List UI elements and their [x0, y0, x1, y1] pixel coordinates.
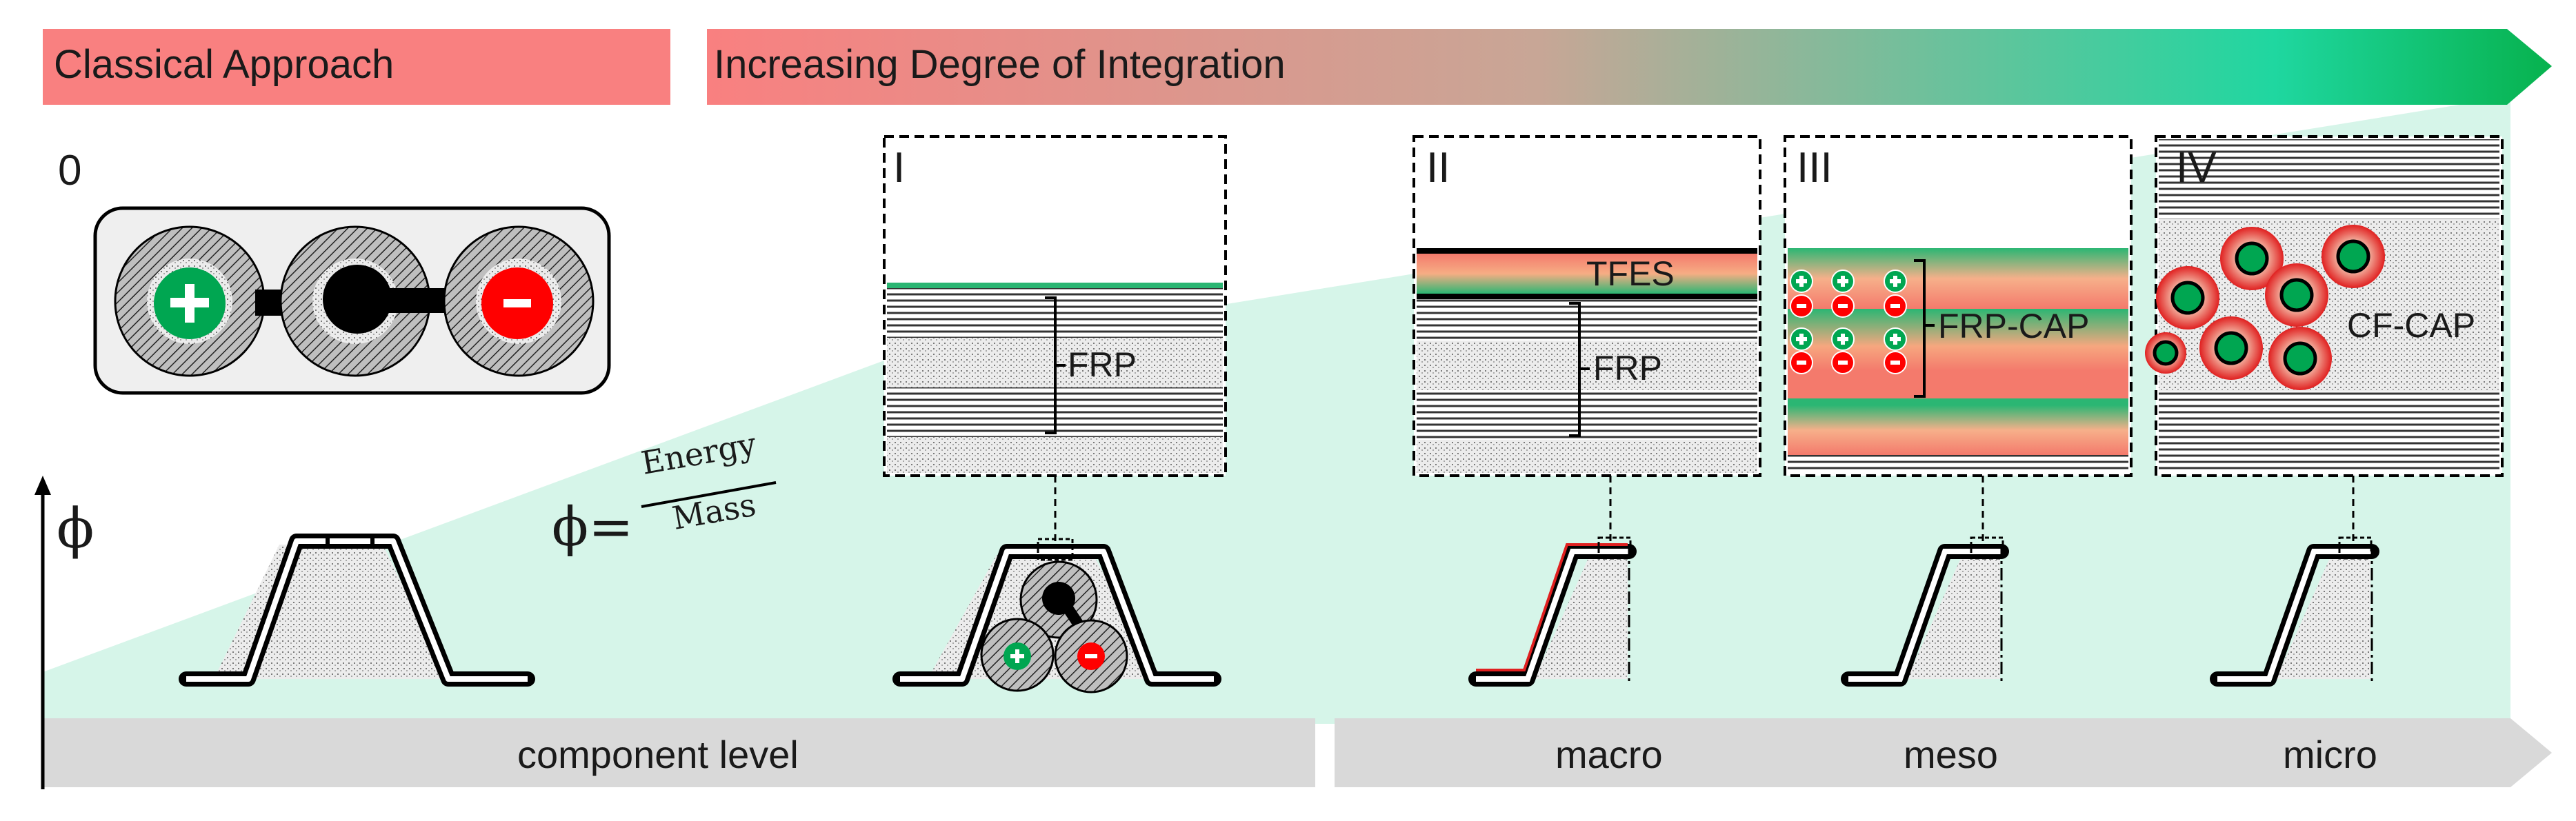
concept-4-numeral: IV [2176, 144, 2217, 192]
concept-0-numeral: 0 [58, 147, 82, 194]
charge-dots [1790, 270, 1907, 374]
phi-axis-label: ϕ [57, 496, 94, 560]
phi-axis-arrow [34, 476, 51, 495]
concept-2-tfes-label: TFES [1586, 254, 1675, 293]
concept-1-frp-label: FRP [1068, 345, 1137, 384]
hat-profile-2 [1468, 536, 1637, 687]
meso-level-label: meso [1904, 733, 1998, 776]
carbon-fiber-particles [2145, 225, 2385, 390]
concept-1-numeral: I [893, 144, 906, 192]
concept-3-numeral: III [1797, 144, 1833, 192]
concept-3-detail [1784, 135, 2133, 545]
integration-banner [707, 29, 2552, 105]
concept-1-detail [883, 135, 1227, 545]
concept-2-numeral: II [1426, 144, 1450, 192]
concept-2-detail [1412, 135, 1761, 545]
integration-level-bar [1335, 718, 2552, 787]
concept-3-frp-cap-label: FRP-CAP [1938, 307, 2090, 345]
component-level-label: component level [517, 733, 799, 776]
macro-level-label: macro [1555, 733, 1663, 776]
battery-cell-group [93, 206, 611, 395]
concept-4-detail [2145, 135, 2504, 545]
classical-banner [43, 29, 670, 105]
formula-symbol: ϕ= [552, 496, 634, 558]
formula-fraction-bar [641, 481, 777, 508]
micro-level-label: micro [2283, 733, 2377, 776]
hat-profile-4 [2210, 536, 2379, 687]
concept-4-cf-cap-label: CF-CAP [2347, 306, 2476, 345]
classical-approach-label: Classical Approach [54, 42, 395, 87]
integration-degree-label: Increasing Degree of Integration [714, 42, 1286, 87]
component-level-bar [43, 718, 1315, 787]
hat-profile-3 [1841, 536, 2009, 687]
hat-profile-1 [892, 538, 1221, 693]
concept-2-frp-label: FRP [1593, 349, 1662, 387]
hat-profile-0 [179, 534, 535, 687]
